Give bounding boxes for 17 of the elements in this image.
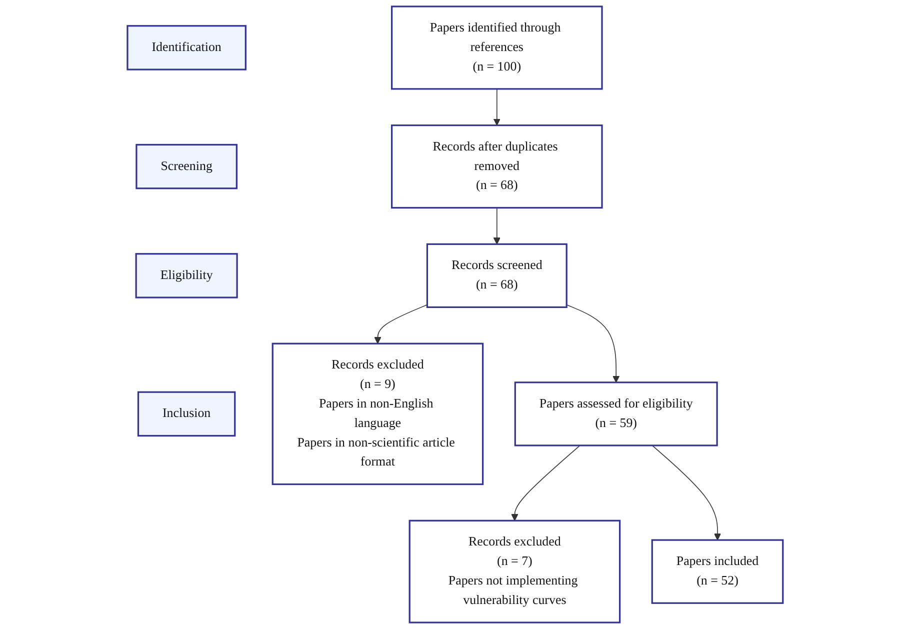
node-box: Papers assessed for eligibility (n = 59) [514,382,718,446]
arrow [566,304,620,383]
node-box: Screening [135,144,238,190]
arrow [493,207,500,244]
node-box: Papers included (n = 52) [651,539,784,604]
node-box: Records excluded (n = 9) Papers in non-English language Papers in non-scientific article format [272,342,484,486]
node-box: Records excluded (n = 7) Papers not implementing vulnerability curves [408,520,620,624]
arrow [652,445,721,540]
arrow [374,304,428,344]
node-box: Records after duplicates removed (n = 68) [390,124,603,209]
node-box: Papers identified through references (n = 100) [390,6,603,90]
node-box: Inclusion [137,391,236,437]
node-box: Records screened (n = 68) [426,243,568,308]
node-box: Eligibility [135,253,238,298]
node-box: Identification [126,25,246,70]
arrow [510,445,580,521]
arrow [493,88,500,126]
